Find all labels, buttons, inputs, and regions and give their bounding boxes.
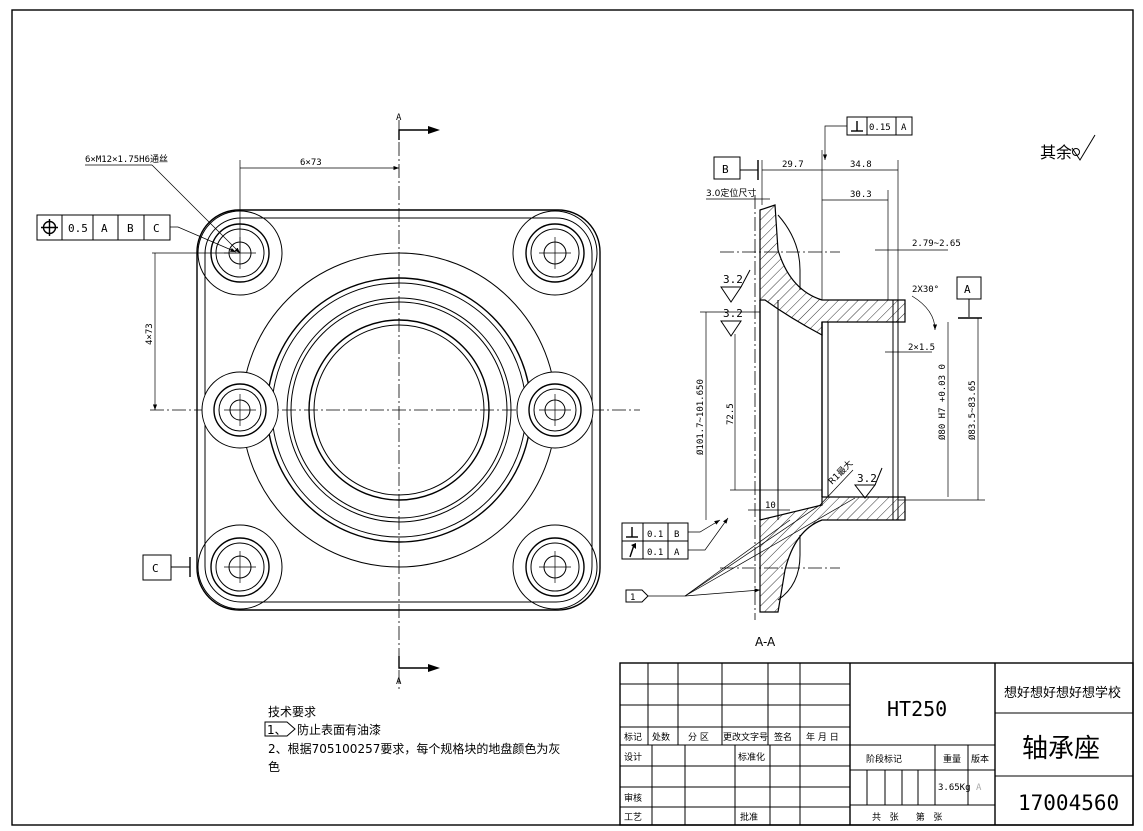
perpendicularity-icon: [626, 527, 638, 538]
material: HT250: [887, 697, 947, 721]
svg-text:版本: 版本: [971, 753, 989, 765]
svg-text:年 月 日: 年 月 日: [806, 731, 839, 743]
svg-text:重量: 重量: [943, 753, 961, 765]
svg-text:技术要求: 技术要求: [268, 705, 316, 719]
roughness-circle-icon: [1072, 148, 1080, 156]
svg-text:A: A: [964, 283, 971, 296]
svg-text:批准: 批准: [740, 811, 758, 823]
svg-text:阶段标记: 阶段标记: [866, 753, 902, 765]
note-flag-icon: [264, 721, 296, 737]
flange-outline: [196, 209, 601, 611]
section-lower: [759, 496, 906, 613]
svg-text:标记: 标记: [624, 731, 642, 743]
roughness-symbol-3: 3.2: [853, 467, 883, 499]
datum-b: B: [713, 156, 759, 180]
svg-text:B: B: [127, 222, 134, 235]
section-upper: [759, 204, 906, 336]
svg-text:审核: 审核: [624, 792, 642, 804]
dim-groove: 2.79~2.65: [912, 239, 961, 249]
svg-text:防止表面有油漆: 防止表面有油漆: [297, 722, 381, 737]
drawing-border: [11, 9, 1134, 826]
svg-text:3.2: 3.2: [857, 472, 877, 485]
tech-requirements: 技术要求 1、 防止表面有油漆 2、根据705100257要求，每个规格块的地盘…: [264, 705, 560, 774]
svg-text:处数: 处数: [652, 731, 670, 743]
dim-72-5: 72.5: [726, 403, 736, 425]
svg-text:签名: 签名: [774, 731, 792, 743]
dim-10: 10: [765, 501, 776, 511]
section-arrow-icon: [428, 126, 440, 134]
svg-text:其余: 其余: [1040, 143, 1072, 162]
roughness-symbol-1: 3.2: [720, 269, 751, 303]
section-label-top: A: [396, 113, 402, 123]
dim-4x73: 4×73: [145, 323, 155, 345]
svg-text:0.1: 0.1: [647, 548, 663, 558]
tolerance-frame-bottom: 0.1 B 0.1 A: [621, 517, 729, 560]
title-block: 标记 处数 分 区 更改文字号 签名 年 月 日 设计 标准化 审核 工艺 批准…: [619, 662, 1134, 826]
svg-text:更改文字号: 更改文字号: [723, 731, 768, 743]
svg-text:2、根据705100257要求，每个规格块的地盘颜色为灰: 2、根据705100257要求，每个规格块的地盘颜色为灰: [268, 741, 560, 756]
section-title: A-A: [755, 635, 776, 649]
svg-text:色: 色: [268, 760, 280, 774]
school-name: 想好想好想好想学校: [1004, 685, 1121, 701]
dim-6x73: 6×73: [300, 158, 322, 168]
datum-c: C: [142, 554, 191, 581]
surface-roughness-note: 其余: [1040, 134, 1096, 162]
weight-value: 3.65Kg: [938, 783, 971, 793]
dim-bore: Ø80 H7 +0.03 0: [937, 364, 948, 440]
svg-text:0.15: 0.15: [869, 123, 891, 133]
dim-30-3: 30.3: [850, 190, 872, 200]
perpendicularity-frame-top: 0.15 A: [822, 116, 913, 160]
svg-text:A: A: [901, 123, 907, 133]
svg-text:0.5: 0.5: [68, 222, 88, 235]
svg-text:C: C: [153, 222, 160, 235]
perpendicularity-icon: [851, 121, 863, 132]
svg-text:B: B: [722, 163, 729, 176]
svg-text:工艺: 工艺: [624, 812, 642, 823]
version-value: A: [976, 783, 982, 793]
datum-a: A: [956, 276, 982, 319]
svg-text:1、: 1、: [267, 723, 287, 737]
dim-dia-groove: Ø83.5~83.65: [967, 380, 978, 440]
svg-text:A: A: [101, 222, 108, 235]
front-view: A A 6×73 4×73 6×M12×1.75H6通丝: [36, 113, 640, 690]
svg-text:标准化: 标准化: [738, 751, 765, 763]
dim-dia-outer: Ø101.7~101.650: [695, 379, 706, 455]
svg-text:设计: 设计: [624, 751, 642, 763]
section-view: 29.7 34.8 30.3 3.0定位尺寸 2.79~2.65 2X30° 2…: [621, 116, 985, 649]
svg-text:分 区: 分 区: [688, 732, 709, 743]
thread-note: 6×M12×1.75H6通丝: [85, 153, 168, 165]
svg-text:A: A: [674, 548, 680, 558]
bolt-holes: [197, 210, 598, 610]
svg-text:共 张 第 张: 共 张 第 张: [872, 811, 942, 823]
position-tolerance-frame: 0.5 A B C: [36, 214, 237, 253]
svg-text:C: C: [152, 562, 159, 575]
note-flag-1: 1: [625, 497, 856, 603]
svg-text:B: B: [674, 530, 679, 540]
dim-34-8: 34.8: [850, 160, 872, 170]
dim-chamfer-angle: 2X30°: [912, 285, 939, 295]
svg-text:1: 1: [630, 593, 635, 603]
dim-chamfer: 2×1.5: [908, 343, 935, 353]
runout-icon: [629, 543, 636, 558]
drawing-number: 17004560: [1018, 791, 1119, 815]
section-label-bottom: A: [396, 677, 402, 687]
dim-29-7: 29.7: [782, 160, 804, 170]
svg-text:3.2: 3.2: [723, 307, 743, 320]
svg-text:3.2: 3.2: [723, 273, 743, 286]
svg-text:0.1: 0.1: [647, 530, 663, 540]
dim-locating: 3.0定位尺寸: [706, 187, 756, 199]
section-arrow-icon: [428, 664, 440, 672]
roughness-symbol-2: 3.2: [720, 307, 743, 337]
part-name: 轴承座: [1022, 734, 1100, 764]
position-icon: [41, 219, 58, 236]
